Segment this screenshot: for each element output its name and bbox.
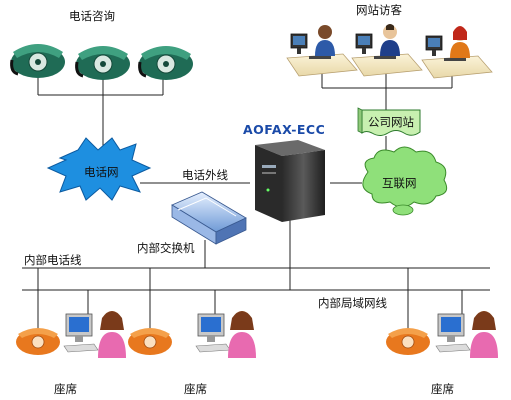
phone-icon [75, 46, 130, 80]
lan-label: 内部局域网线 [318, 296, 387, 310]
seat-workstation [16, 311, 126, 358]
phone-icon [10, 44, 65, 78]
computer-icon [195, 313, 231, 353]
outside-line-label: 电话外线 [182, 168, 228, 182]
internal-phone-line-label: 内部电话线 [24, 253, 82, 267]
web-visitors-label: 网站访客 [356, 3, 402, 17]
visitor-workstation-icon [421, 26, 493, 79]
seat-workstation [386, 311, 498, 358]
agent-person-icon [98, 311, 126, 358]
seat-label: 座席 [54, 382, 77, 396]
company-website-label: 公司网站 [368, 115, 414, 129]
phone-icon [128, 328, 172, 355]
seat-label: 座席 [184, 382, 207, 396]
pbx-switch-icon [171, 191, 247, 245]
computer-icon [63, 313, 99, 353]
agent-person-icon [470, 311, 498, 358]
agent-person-icon [228, 311, 256, 358]
server-icon [255, 140, 325, 222]
visitor-workstation-icon [286, 25, 358, 77]
computer-icon [435, 313, 471, 353]
system-name-label: AOFAX-ECC [243, 122, 325, 137]
phone-icon [138, 46, 193, 80]
seat-workstation [128, 311, 256, 358]
phone-icon [16, 328, 60, 355]
phone-network-label: 电话网 [84, 165, 119, 179]
visitor-workstation-icon [351, 24, 423, 77]
company-website-banner [357, 107, 421, 136]
internet-label: 互联网 [382, 176, 417, 190]
phone-network-cloud-icon [46, 137, 152, 201]
phone-consult-label: 电话咨询 [69, 9, 115, 23]
pbx-label: 内部交换机 [137, 241, 195, 255]
seat-label: 座席 [431, 382, 454, 396]
internet-cloud-icon [362, 146, 448, 216]
phone-icon [386, 328, 430, 355]
